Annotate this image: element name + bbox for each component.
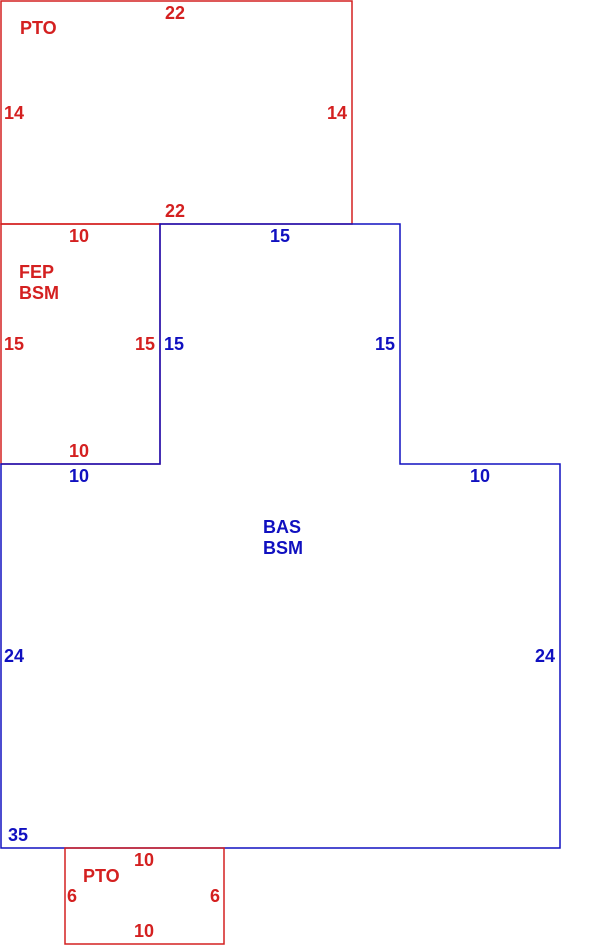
fep-dim-top: 10 bbox=[69, 226, 89, 246]
pto-bottom-code: PTO bbox=[83, 866, 120, 886]
bas-dim-step-left: 10 bbox=[69, 466, 89, 486]
pto-bottom-outline bbox=[64, 847, 225, 945]
pto-top-dim-left: 14 bbox=[4, 103, 24, 123]
fep-code-line2: BSM bbox=[19, 283, 59, 303]
bas-code-line1: BAS bbox=[263, 517, 301, 537]
pto-bottom-dim-right: 6 bbox=[210, 886, 220, 906]
bas-dim-bottom: 35 bbox=[8, 825, 28, 845]
fep-code-line1: FEP bbox=[19, 262, 54, 282]
pto-bottom-dim-top: 10 bbox=[134, 850, 154, 870]
bas-dim-left: 24 bbox=[4, 646, 24, 666]
bas-dim-upper-left: 15 bbox=[164, 334, 184, 354]
pto-top-dim-bottom: 22 bbox=[165, 201, 185, 221]
bas-dim-step-right: 10 bbox=[470, 466, 490, 486]
pto-bottom-dim-bottom: 10 bbox=[134, 921, 154, 941]
bas-code-line2: BSM bbox=[263, 538, 303, 558]
bas-outline bbox=[0, 223, 561, 849]
fep-dim-left: 15 bbox=[4, 334, 24, 354]
pto-top-dim-right: 14 bbox=[327, 103, 347, 123]
fep-dim-bottom: 10 bbox=[69, 441, 89, 461]
fep-dim-right: 15 bbox=[135, 334, 155, 354]
bas-dim-upper-top: 15 bbox=[270, 226, 290, 246]
pto-bottom-dim-left: 6 bbox=[67, 886, 77, 906]
bas-dim-right: 24 bbox=[535, 646, 555, 666]
pto-top-dim-top: 22 bbox=[165, 3, 185, 23]
pto-top-code: PTO bbox=[20, 18, 57, 38]
bas-dim-upper-right: 15 bbox=[375, 334, 395, 354]
